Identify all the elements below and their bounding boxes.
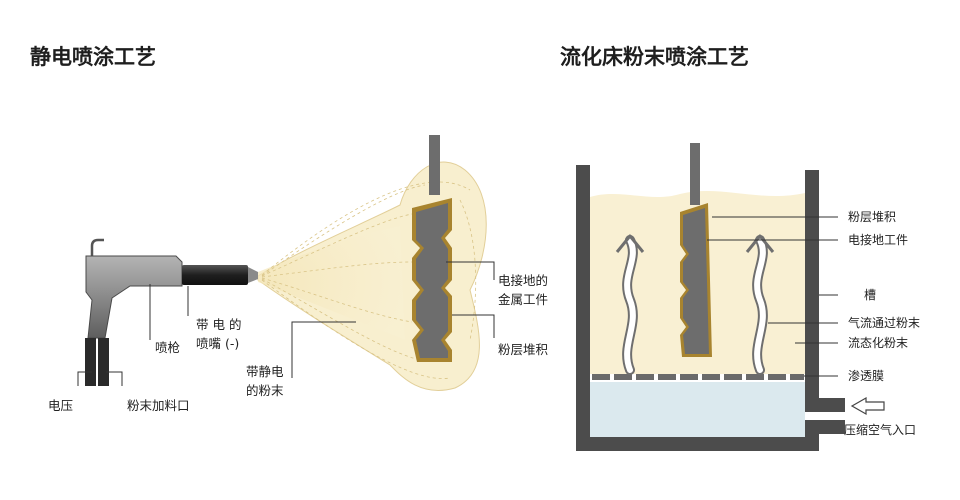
air-chamber — [590, 382, 805, 437]
label-right-powder-layer: 粉层堆积 — [848, 210, 896, 224]
membrane — [592, 374, 804, 380]
grounded-workpiece — [680, 143, 712, 357]
airflow-arrow-right — [745, 234, 775, 375]
cable-1 — [85, 338, 96, 386]
label-workpiece-2: 金属工件 — [498, 292, 548, 307]
air-inlet-arrow — [850, 396, 885, 416]
label-spray-gun: 喷枪 — [155, 340, 181, 355]
label-grounded-workpiece: 电接地工件 — [848, 232, 908, 247]
spray-gun — [85, 238, 258, 386]
label-voltage: 电压 — [48, 398, 73, 413]
powder-inlet-leader — [106, 371, 123, 386]
label-left-powder-layer: 粉层堆积 — [498, 342, 548, 357]
gun-hook — [90, 238, 104, 256]
workpiece-leader — [446, 261, 495, 280]
fluidized-tank — [576, 165, 845, 451]
cable-2 — [98, 338, 109, 386]
label-air-inlet: 压缩空气入口 — [844, 422, 916, 437]
spray-flow-lines — [261, 181, 477, 379]
label-tank: 槽 — [864, 288, 876, 302]
right-title: 流化床粉末喷涂工艺 — [560, 45, 749, 69]
label-workpiece-1: 电接地的 — [498, 273, 548, 288]
left-powder-layer-leader — [452, 314, 495, 338]
label-charged-powder-1: 带静电 — [246, 364, 284, 379]
label-powder-inlet: 粉末加料口 — [127, 398, 190, 413]
label-fluidized-powder: 流态化粉末 — [848, 336, 908, 350]
label-airflow: 气流通过粉末 — [848, 315, 920, 330]
metal-workpiece — [412, 135, 452, 362]
charged-powder-leader — [291, 321, 356, 378]
label-nozzle-1: 带 电 的 — [196, 317, 241, 332]
gun-nozzle — [182, 265, 248, 285]
label-charged-powder-2: 的粉末 — [246, 383, 284, 398]
airflow-arrow-left — [615, 234, 645, 375]
left-title: 静电喷涂工艺 — [30, 45, 156, 69]
tank-wall — [576, 165, 845, 451]
label-membrane: 渗透膜 — [848, 368, 884, 383]
voltage-leader — [77, 371, 92, 386]
tank-wall-right — [805, 170, 845, 412]
label-nozzle-2: 喷嘴 (-) — [196, 336, 239, 351]
spray-cone — [258, 226, 405, 340]
